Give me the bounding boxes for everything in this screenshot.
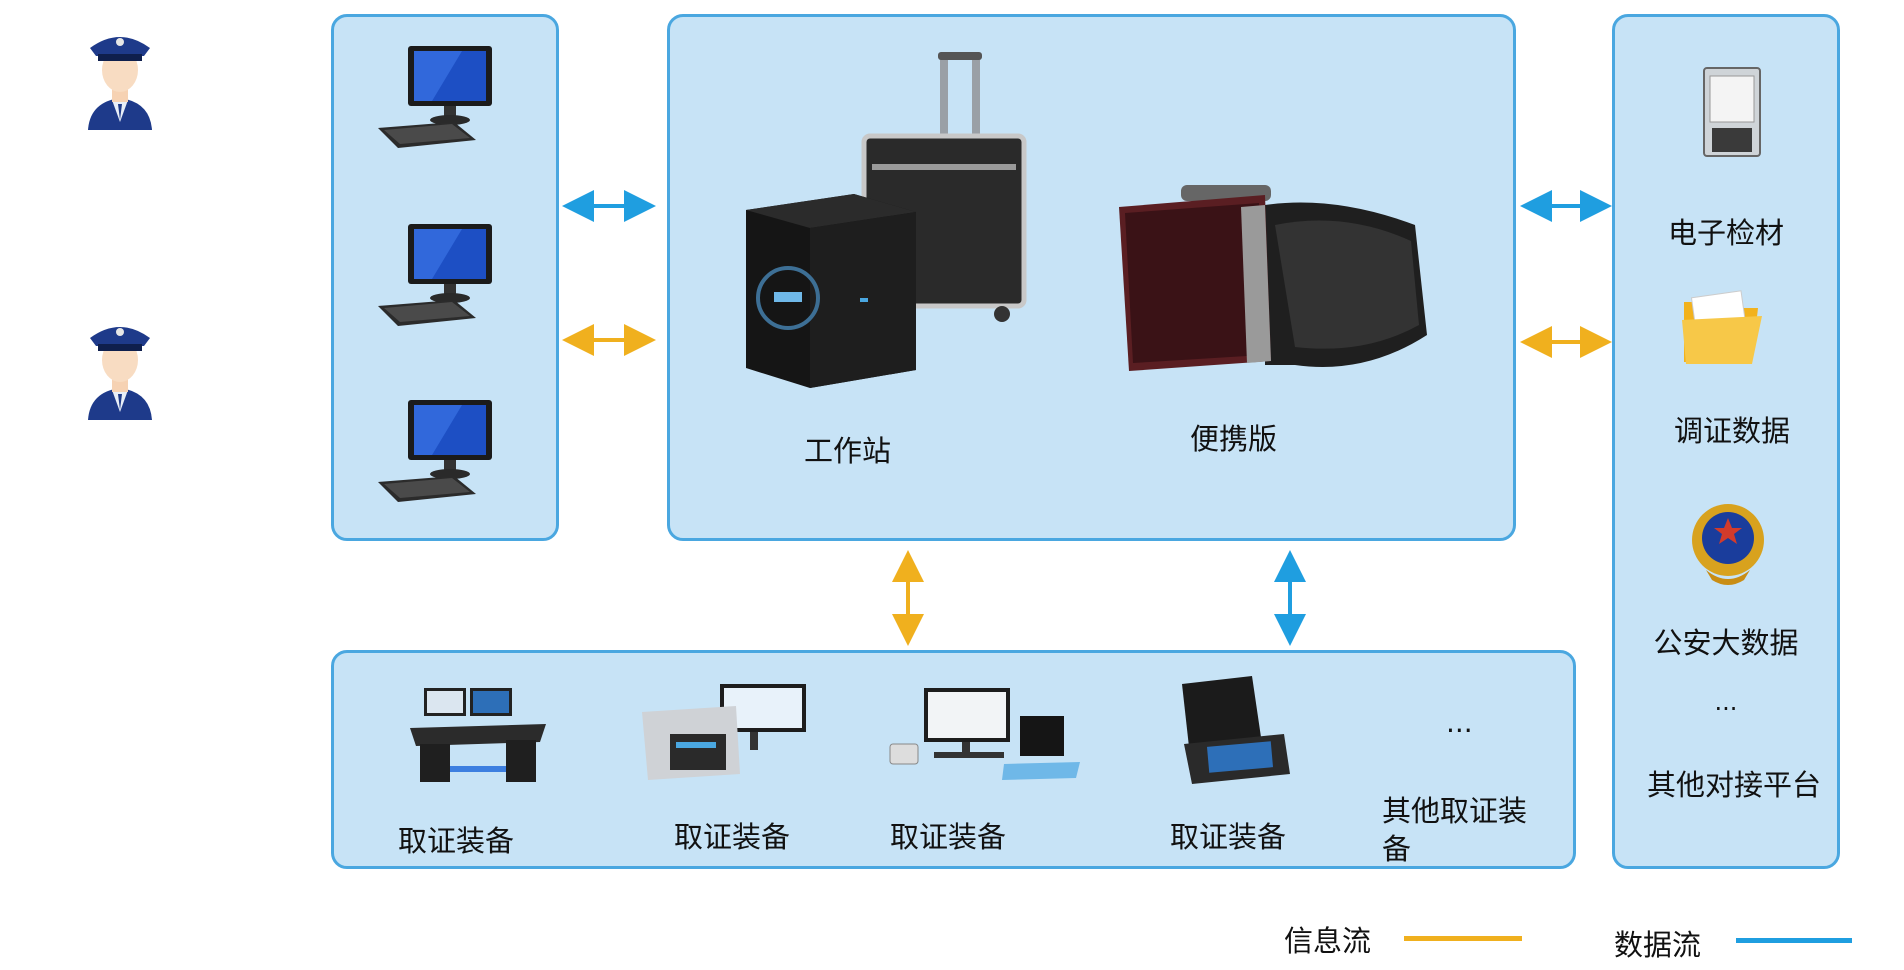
portable-label: 便携版 [1190,422,1278,456]
forensic-server-icon [642,684,806,780]
hard-drive-icon [1703,67,1761,157]
police-emblem-icon [1692,504,1764,585]
device-2-label: 取证装备 [674,820,791,854]
workstation-device-icon [746,52,1027,388]
right-item-3-label: 公安大数据 [1653,626,1799,660]
portable-device-icon [1119,185,1427,371]
forensic-kit-icon [889,688,1080,780]
officer-2 [80,312,160,422]
right-ellipsis: ... [1714,688,1738,716]
officer-1 [80,22,160,132]
legend-data-flow-label: 数据流 [1614,928,1702,962]
workstation-label: 工作站 [804,434,892,468]
forensic-equipment-panel [331,650,1576,869]
device-4-label: 取证装备 [1170,820,1287,854]
desktop-computer-icon [378,46,492,148]
device-3-label: 取证装备 [890,820,1007,854]
legend-info-flow-label: 信息流 [1284,924,1372,958]
right-other-label: 其他对接平台 [1646,768,1821,802]
folder-icon [1682,290,1762,364]
right-item-1-label: 电子检材 [1667,216,1784,250]
desktop-computer-icon [378,400,492,502]
bottom-ellipsis: ... [1446,706,1473,739]
legend-data-flow-line [1736,938,1852,943]
device-1-label: 取证装备 [398,824,515,858]
right-item-2-label: 调证数据 [1673,414,1790,448]
forensic-desk-icon [410,688,546,782]
police-officer-icon [88,37,152,130]
police-officer-icon [88,327,152,420]
other-devices-label-line2: 备 [1382,832,1412,866]
legend-info-flow-line [1404,936,1522,941]
other-devices-label-line1: 其他取证装 [1382,794,1528,828]
desktop-computer-icon [378,224,492,326]
forensic-tablet-icon [1182,676,1290,784]
